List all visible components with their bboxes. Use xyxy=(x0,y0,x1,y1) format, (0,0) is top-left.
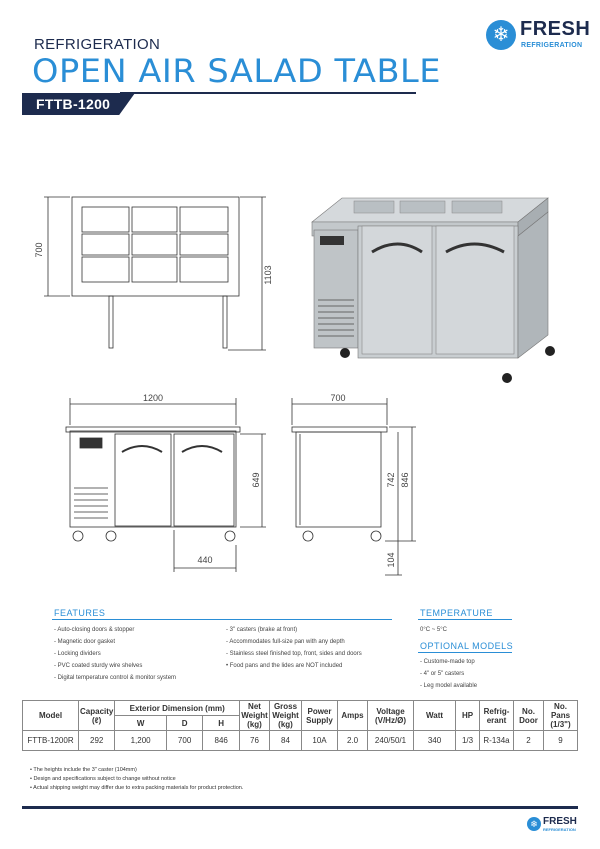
top-view-drawing xyxy=(44,196,266,351)
cell-hp: 1/3 xyxy=(455,730,480,751)
optional-item: - 4" or 5" casters xyxy=(420,671,465,677)
header-h: H xyxy=(202,715,240,731)
table-header-row: Model Capacity (ℓ) Exterior Dimension (m… xyxy=(22,700,578,731)
brand-logo: ❄ FRESH REFRIGERATION xyxy=(486,18,590,58)
header-hp: HP xyxy=(455,700,480,731)
temperature-rule xyxy=(418,619,512,620)
page-title: OPEN AIR SALAD TABLE xyxy=(32,52,442,90)
optional-item: - Custome-made top xyxy=(420,659,475,665)
header-amps: Amps xyxy=(337,700,368,731)
dim-top-height: 700 xyxy=(34,242,44,257)
cell-h: 846 xyxy=(202,730,240,751)
dim-front-body-height: 649 xyxy=(251,472,261,487)
cell-door: 2 xyxy=(513,730,544,751)
header-d: D xyxy=(165,715,204,731)
header-capacity: Capacity (ℓ) xyxy=(77,700,116,731)
model-badge: FTTB-1200 xyxy=(22,93,135,115)
table-row: FTTB-1200R 292 1,200 700 846 76 84 10A 2… xyxy=(22,730,578,751)
footer-rule xyxy=(22,806,578,809)
dim-front-width: 1200 xyxy=(143,393,163,403)
dim-side-counter-height: 742 xyxy=(386,472,396,487)
product-illustration xyxy=(311,197,555,383)
side-view-drawing xyxy=(291,398,416,576)
snowflake-icon: ❄ xyxy=(527,817,541,831)
cell-amps: 2.0 xyxy=(337,730,368,751)
spec-table: Model Capacity (ℓ) Exterior Dimension (m… xyxy=(22,700,578,751)
footer-logo-subtitle: REFRIGERATION xyxy=(543,827,576,832)
optional-item: - Leg model available xyxy=(420,683,478,689)
feature-item: - Auto-closing doors & stopper xyxy=(54,627,135,633)
temperature-value: 0°C ~ 5°C xyxy=(420,627,447,633)
cell-w: 1,200 xyxy=(114,730,167,751)
category-label: REFRIGERATION xyxy=(34,36,161,53)
feature-item: - Digital temperature control & monitor … xyxy=(54,675,177,681)
table-subheader-row: W D H xyxy=(23,715,578,731)
cell-voltage: 240/50/1 xyxy=(367,730,414,751)
feature-item: - 3" casters (brake at front) xyxy=(226,627,298,633)
dim-front-offset: 440 xyxy=(197,555,212,565)
title-underline xyxy=(120,92,416,94)
header-refrigerant: Refrig- erant xyxy=(479,700,514,731)
note-item: • The heights include the 3" caster (104… xyxy=(30,767,137,773)
header-gross-weight: Gross Weight (kg) xyxy=(269,700,302,731)
cell-model: FTTB-1200R xyxy=(22,730,79,751)
front-view-drawing xyxy=(65,398,266,572)
cell-capacity: 292 xyxy=(77,730,116,751)
header-voltage: Voltage (V/Hz/Ø) xyxy=(367,700,414,731)
header-model: Model xyxy=(22,700,79,731)
cell-power: 10A xyxy=(301,730,338,751)
header-w: W xyxy=(114,715,167,731)
feature-item: - Locking dividers xyxy=(54,651,101,657)
features-rule xyxy=(52,619,392,620)
header-power: Power Supply xyxy=(301,700,338,731)
feature-item: - Magnetic door gasket xyxy=(54,639,116,645)
cell-watt: 340 xyxy=(413,730,456,751)
optional-heading: OPTIONAL MODELS xyxy=(420,641,514,651)
header-pans: No. Pans (1/3") xyxy=(543,700,578,731)
technical-drawings: 700 1103 xyxy=(34,196,555,576)
features-heading: FEATURES xyxy=(54,608,106,618)
note-item: • Actual shipping weight may differ due … xyxy=(30,785,244,791)
dim-caster-height: 104 xyxy=(386,552,396,567)
top-view-outline xyxy=(71,196,240,297)
cell-net-weight: 76 xyxy=(239,730,270,751)
feature-item: - Stainless steel finished top, front, s… xyxy=(226,651,362,657)
logo-subtitle: REFRIGERATION xyxy=(521,42,583,49)
cell-gross-weight: 84 xyxy=(269,730,302,751)
footer-logo: ❄ FRESH REFRIGERATION xyxy=(527,816,587,836)
temperature-heading: TEMPERATURE xyxy=(420,608,493,618)
dim-side-total-height: 846 xyxy=(400,472,410,487)
dim-side-depth: 700 xyxy=(330,393,345,403)
cell-pans: 9 xyxy=(543,730,578,751)
feature-item: - PVC coated sturdy wire shelves xyxy=(54,663,143,669)
feature-item: • Food pans and the lides are NOT includ… xyxy=(226,663,343,669)
footer-logo-name: FRESH xyxy=(543,816,577,827)
snowflake-icon: ❄ xyxy=(486,20,516,50)
feature-item: - Accommodates full-size pan with any de… xyxy=(226,639,345,645)
logo-name: FRESH xyxy=(520,18,591,40)
note-item: • Design and specifications subject to c… xyxy=(30,776,176,782)
header-exterior: Exterior Dimension (mm) xyxy=(114,700,240,716)
cell-d: 700 xyxy=(165,730,204,751)
header-net-weight: Net Weight (kg) xyxy=(239,700,270,731)
header-door: No. Door xyxy=(513,700,544,731)
dim-total-height: 1103 xyxy=(263,265,273,284)
header-watt: Watt xyxy=(413,700,456,731)
optional-rule xyxy=(418,652,512,653)
cell-refrigerant: R-134a xyxy=(479,730,514,751)
